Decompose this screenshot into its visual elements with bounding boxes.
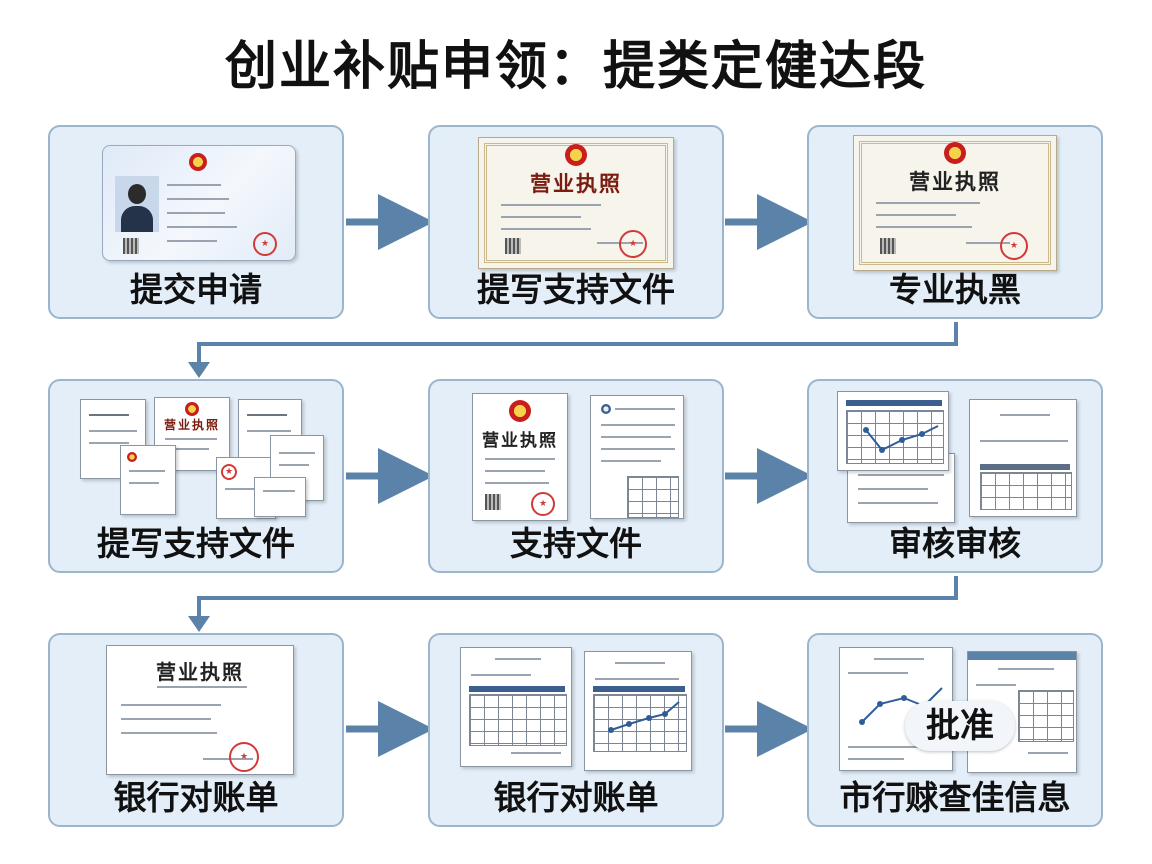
logo-icon xyxy=(601,404,611,414)
application-form-document xyxy=(590,395,684,519)
national-emblem-icon xyxy=(127,452,137,462)
business-license-document: 营业执照 xyxy=(472,393,568,521)
qr-code-icon xyxy=(505,238,521,254)
national-emblem-icon xyxy=(509,400,531,422)
license-title: 营业执照 xyxy=(482,431,558,451)
qr-code-icon xyxy=(123,238,139,254)
step-label: 市行赇查佳信息 xyxy=(839,778,1071,817)
step-card-5: 营业执照 支持文件 xyxy=(428,379,724,573)
license-title: 营业执照 xyxy=(909,169,1001,194)
line-chart-icon xyxy=(863,425,939,453)
arrow-down-icon xyxy=(197,322,958,616)
chart-report-document xyxy=(837,391,949,471)
approval-badge: 批准 xyxy=(905,701,1015,751)
red-seal-icon xyxy=(221,464,237,480)
red-seal-icon xyxy=(253,232,277,256)
step-label: 提写支持文件 xyxy=(97,524,295,563)
step-card-9: 批准 市行赇查佳信息 xyxy=(807,633,1103,827)
bank-statement-document xyxy=(460,647,572,767)
form-document xyxy=(80,399,146,479)
red-seal-icon xyxy=(619,230,647,258)
data-table xyxy=(980,472,1072,510)
national-emblem-icon xyxy=(565,144,587,166)
national-emblem-icon xyxy=(944,142,966,164)
page-title: 创业补贴申领：提类定健达段 xyxy=(224,37,927,97)
form-document xyxy=(254,477,306,517)
red-seal-icon xyxy=(1000,232,1028,260)
data-table xyxy=(627,476,679,518)
data-table xyxy=(593,694,687,752)
license-title: 营业执照 xyxy=(156,660,244,684)
red-seal-icon xyxy=(229,742,259,772)
id-card-document xyxy=(102,145,296,261)
step-card-3: 营业执照 专业执黑 xyxy=(807,125,1103,319)
step-label: 提写支持文件 xyxy=(477,270,675,309)
step-label: 审核审核 xyxy=(889,524,1021,563)
business-license-document: 营业执照 xyxy=(853,135,1057,271)
national-emblem-icon xyxy=(189,153,207,171)
chart-report-document xyxy=(584,651,692,771)
arrow-right-icon xyxy=(346,194,813,757)
qr-code-icon xyxy=(485,494,501,510)
license-title: 营业执照 xyxy=(530,171,622,196)
step-card-1: 提交申请 xyxy=(48,125,344,319)
id-photo xyxy=(115,176,159,232)
license-title: 营业执照 xyxy=(163,418,220,432)
step-label: 提交申请 xyxy=(130,270,262,309)
data-table xyxy=(1018,690,1074,742)
step-card-4: 营业执照 提写支持文件 xyxy=(48,379,344,573)
business-license-document: 营业执照 xyxy=(478,137,674,269)
business-license-document: 营业执照 xyxy=(106,645,294,775)
step-label: 专业执黑 xyxy=(889,270,1021,309)
qr-code-icon xyxy=(880,238,896,254)
step-card-8: 银行对账单 xyxy=(428,633,724,827)
step-label: 银行对账单 xyxy=(113,778,279,817)
step-label: 银行对账单 xyxy=(493,778,659,817)
step-card-6: 审核审核 xyxy=(807,379,1103,573)
step-label: 支持文件 xyxy=(510,524,642,563)
red-seal-icon xyxy=(531,492,555,516)
form-document xyxy=(120,445,176,515)
national-emblem-icon xyxy=(185,402,199,416)
data-table xyxy=(846,410,944,464)
step-card-2: 营业执照 提写支持文件 xyxy=(428,125,724,319)
table-report-document xyxy=(969,399,1077,517)
step-card-7: 营业执照 银行对账单 xyxy=(48,633,344,827)
data-table xyxy=(469,694,567,746)
line-chart-icon xyxy=(608,701,680,733)
